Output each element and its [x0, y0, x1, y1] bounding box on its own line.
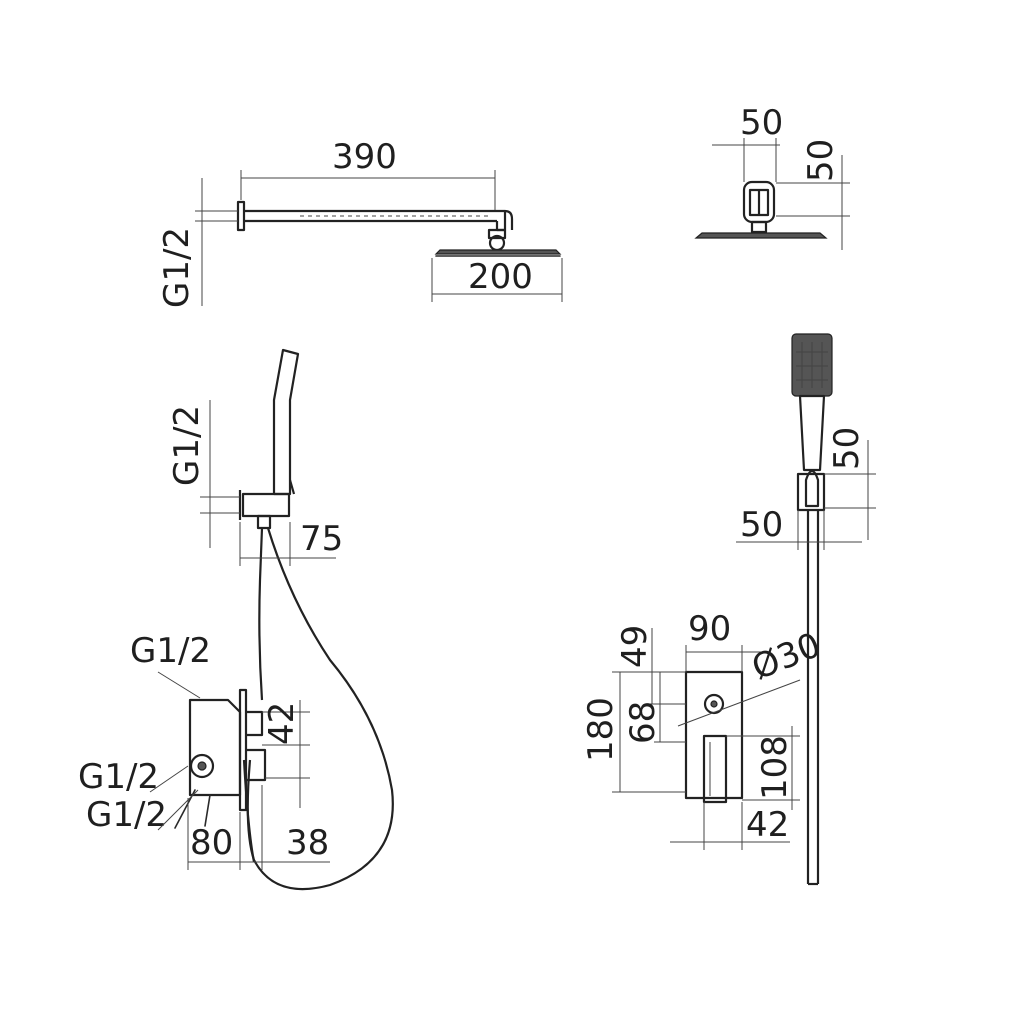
dim-side-height: 50 [776, 139, 850, 250]
valve-side-view [174, 688, 267, 829]
dim-hand-connection: G1/2 [167, 400, 240, 548]
dim-plate: 90 Ø30 180 49 68 108 42 [581, 609, 826, 850]
dim-label-180: 180 [581, 697, 621, 762]
dim-arm-connection: G1/2 [157, 178, 238, 308]
dim-label-200: 200 [468, 257, 533, 297]
dim-valve-80-38: 80 38 [187, 785, 330, 870]
dim-label-42-front: 42 [746, 805, 789, 845]
dim-label-g12-valve-out1: G1/2 [78, 757, 159, 797]
dim-label-390: 390 [332, 137, 397, 177]
dim-side-flange: 50 [712, 103, 783, 182]
dim-label-g12-arm: G1/2 [157, 227, 197, 308]
dim-label-g12-valve-out2: G1/2 [86, 795, 167, 835]
dim-label-49: 49 [615, 625, 655, 668]
dim-label-50-side: 50 [801, 139, 841, 182]
dim-label-80: 80 [190, 823, 233, 863]
dim-label-50-holder-h: 50 [827, 427, 867, 470]
dim-label-42-side: 42 [262, 702, 302, 745]
dim-label-75: 75 [300, 519, 343, 559]
hand-shower-side-view [238, 348, 394, 891]
dim-label-90: 90 [688, 609, 731, 649]
dim-label-50-holder-w: 50 [740, 505, 783, 545]
dim-label-g12-hand: G1/2 [167, 405, 207, 486]
dim-valve-42: 42 [262, 700, 310, 808]
dim-label-d30: Ø30 [746, 625, 826, 688]
dim-hand-outlet: 75 [239, 519, 343, 566]
valve-front-view [684, 670, 744, 804]
dim-label-68: 68 [623, 701, 663, 744]
dim-holder: 50 50 [736, 427, 876, 550]
dim-label-50-top: 50 [740, 103, 783, 143]
dim-label-g12-valve-inlet: G1/2 [130, 631, 211, 671]
dim-head-width: 200 [431, 257, 563, 302]
overhead-shower-front-view [694, 180, 828, 239]
hand-shower-front-view [791, 333, 833, 886]
dim-label-108: 108 [755, 735, 795, 800]
overhead-shower-side-view [236, 200, 562, 257]
dim-arm-length: 390 [240, 137, 496, 210]
dim-label-38: 38 [286, 823, 329, 863]
